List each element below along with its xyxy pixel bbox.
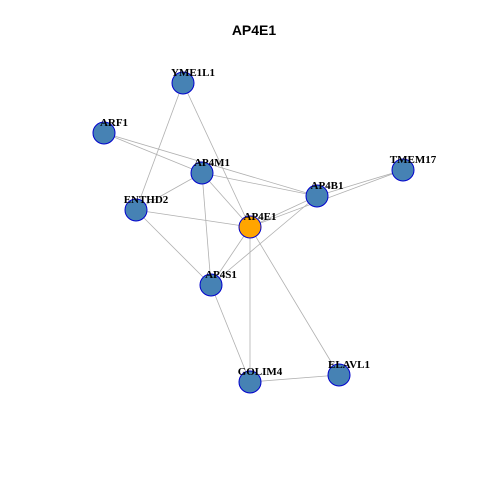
node-golim4[interactable] (238, 370, 262, 394)
edge-tmem17-ap4b1 (316, 169, 404, 197)
graph-title: AP4E1 (232, 22, 277, 38)
node-arf1[interactable] (92, 121, 116, 145)
node-elavl1[interactable] (327, 363, 351, 387)
edge-enthd2-ap4s1 (135, 209, 212, 286)
edge-golim4-elavl1 (249, 374, 340, 383)
edge-layer (103, 82, 404, 383)
node-label-ap4e1: AP4E1 (244, 211, 277, 223)
node-tmem17[interactable] (391, 158, 415, 182)
node-ap4m1[interactable] (190, 161, 214, 185)
edge-arf1-ap4b1 (103, 132, 318, 197)
edge-ap4s1-golim4 (210, 284, 251, 383)
edge-ap4b1-ap4e1 (249, 195, 318, 228)
edge-ap4m1-enthd2 (135, 172, 203, 211)
node-enthd2[interactable] (124, 198, 148, 222)
node-label-ap4s1: AP4S1 (205, 269, 237, 281)
node-label-enthd2: ENTHD2 (124, 194, 169, 206)
node-label-ap4b1: AP4B1 (311, 180, 344, 192)
edge-ap4m1-ap4e1 (201, 172, 251, 228)
edge-ap4e1-elavl1 (249, 226, 340, 376)
edge-ap4b1-ap4s1 (210, 195, 318, 286)
node-label-ap4m1: AP4M1 (194, 157, 230, 169)
node-ap4e1[interactable] (238, 215, 262, 239)
node-ap4b1[interactable] (305, 184, 329, 208)
edge-enthd2-ap4e1 (135, 209, 251, 228)
node-label-golim4: GOLIM4 (238, 366, 283, 378)
node-label-tmem17: TMEM17 (390, 154, 437, 166)
edge-ap4m1-ap4b1 (201, 172, 318, 197)
node-label-arf1: ARF1 (100, 117, 128, 129)
edge-ap4e1-ap4s1 (210, 226, 251, 286)
node-label-elavl1: ELAVL1 (328, 359, 370, 371)
node-yme1l1[interactable] (171, 71, 195, 95)
node-ap4s1[interactable] (199, 273, 223, 297)
edge-arf1-ap4m1 (103, 132, 203, 174)
node-label-yme1l1: YME1L1 (171, 67, 215, 79)
edge-ap4m1-ap4s1 (201, 172, 212, 286)
edge-yme1l1-enthd2 (135, 82, 184, 211)
edge-yme1l1-ap4e1 (182, 82, 251, 228)
